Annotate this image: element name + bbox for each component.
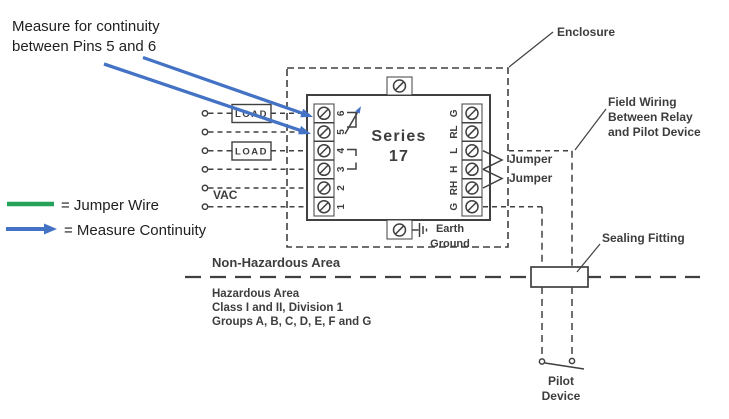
pin-label-l: L [449,148,460,154]
pilot-device-contacts [538,357,585,370]
field-wiring-label-line2: Between Relay [608,110,693,124]
contact-circle [568,357,576,365]
ground-symbol-icon [412,223,428,237]
contact-arrowhead [355,106,361,114]
legend-continuity-label: = Measure Continuity [64,222,207,239]
enclosure-leader [508,31,554,68]
screw-terminal-icon [465,125,479,139]
pin-number-2: 2 [336,185,347,191]
pin-label-rh: RH [449,181,460,195]
ground-label: Ground [430,238,470,250]
earth-ground-terminal: Earth Ground [386,219,470,250]
screw-terminal-icon [317,181,331,195]
screw-terminal-icon [317,199,331,214]
contact-symbol-pins-6-5 [344,106,361,135]
pin-number-4: 4 [336,147,347,153]
switch-blade [544,362,585,370]
legend-jumper-label: = Jumper Wire [61,197,159,214]
screw-terminal-icon [317,162,331,177]
load-box-2 [231,141,272,161]
sealing-fitting-box [530,266,589,288]
left-strip-dividers [314,121,334,199]
top-terminal [386,76,413,96]
left-wires [201,109,314,211]
right-terminal-strip: G RL L H RH G [449,103,483,217]
measure-note-line1: Measure for continuity [12,18,160,35]
screw-terminal-icon [317,106,331,121]
screw-terminal-icon [465,106,479,121]
wire-end-circle [201,165,209,173]
jumper-wire-1 [482,150,504,170]
enclosure-label: Enclosure [557,25,615,39]
field-wiring-right [483,149,573,358]
arrowhead [298,125,311,135]
legend-arrowhead [44,223,57,235]
wire-end-circle [201,203,209,211]
pin-number-1: 1 [336,203,347,209]
screw-terminal-icon [392,79,407,93]
jumper-label-1: Jumper [509,152,553,166]
screw-terminal-icon [465,143,479,158]
measure-note-line2: between Pins 5 and 6 [12,38,156,55]
relay-title-line1: Series [371,128,426,145]
sealing-fitting-label: Sealing Fitting [602,231,685,245]
vac-label: VAC [213,188,238,202]
groups-label: Groups A, B, C, D, E, F and G [212,316,371,328]
screw-terminal-icon [317,143,331,158]
pin-number-5: 5 [336,129,347,135]
pin-label-h: H [449,166,460,173]
screw-terminal-icon [465,181,479,195]
continuity-arrow-pin5 [103,62,311,135]
screw-terminal-icon [392,223,407,237]
wire-end-circle [201,147,209,155]
screw-terminal-icon [465,199,479,214]
jumper-label-2: Jumper [509,171,553,185]
pin-number-6: 6 [336,110,347,116]
hazardous-area-label: Hazardous Area [212,288,300,300]
class-division-label: Class I and II, Division 1 [212,302,344,314]
pin-label-rl: RL [449,125,460,138]
continuity-arrow-pin6 [142,55,313,118]
screw-terminal-icon [317,125,331,139]
earth-label: Earth [436,223,464,235]
pin-label-g-bottom: G [449,203,460,211]
wire-end-circle [201,128,209,136]
field-wiring-leader [574,108,607,151]
arrowhead [300,108,313,118]
field-wiring-label-line1: Field Wiring [608,95,677,109]
pin-number-3: 3 [336,166,347,172]
sealing-fitting-leader [576,243,601,273]
right-strip-dividers [462,121,482,199]
screw-slash [394,81,405,91]
non-hazardous-area-label: Non-Hazardous Area [212,255,341,270]
relay-body [306,94,491,221]
legend: = Jumper Wire = Measure Continuity [6,197,207,239]
field-wiring-label-line3: and Pilot Device [608,125,701,139]
wire-end-circle [201,184,209,192]
screw-terminal-icon [465,162,479,177]
pilot-label-line2: Device [542,389,581,403]
relay-title-line2: 17 [389,148,409,165]
screw-slash [394,225,405,235]
contact-circle [538,358,546,365]
contact-symbol-pins-4-3 [347,148,357,170]
enclosure-outline [286,67,509,248]
left-terminal-strip: 6 5 4 3 2 1 [313,103,347,217]
load-label-2: LOAD [235,147,268,158]
wire-end-circle [201,109,209,117]
pin-label-g-top: G [449,109,460,117]
pilot-label-line1: Pilot [548,374,574,388]
jumper-wire-2 [482,168,504,189]
